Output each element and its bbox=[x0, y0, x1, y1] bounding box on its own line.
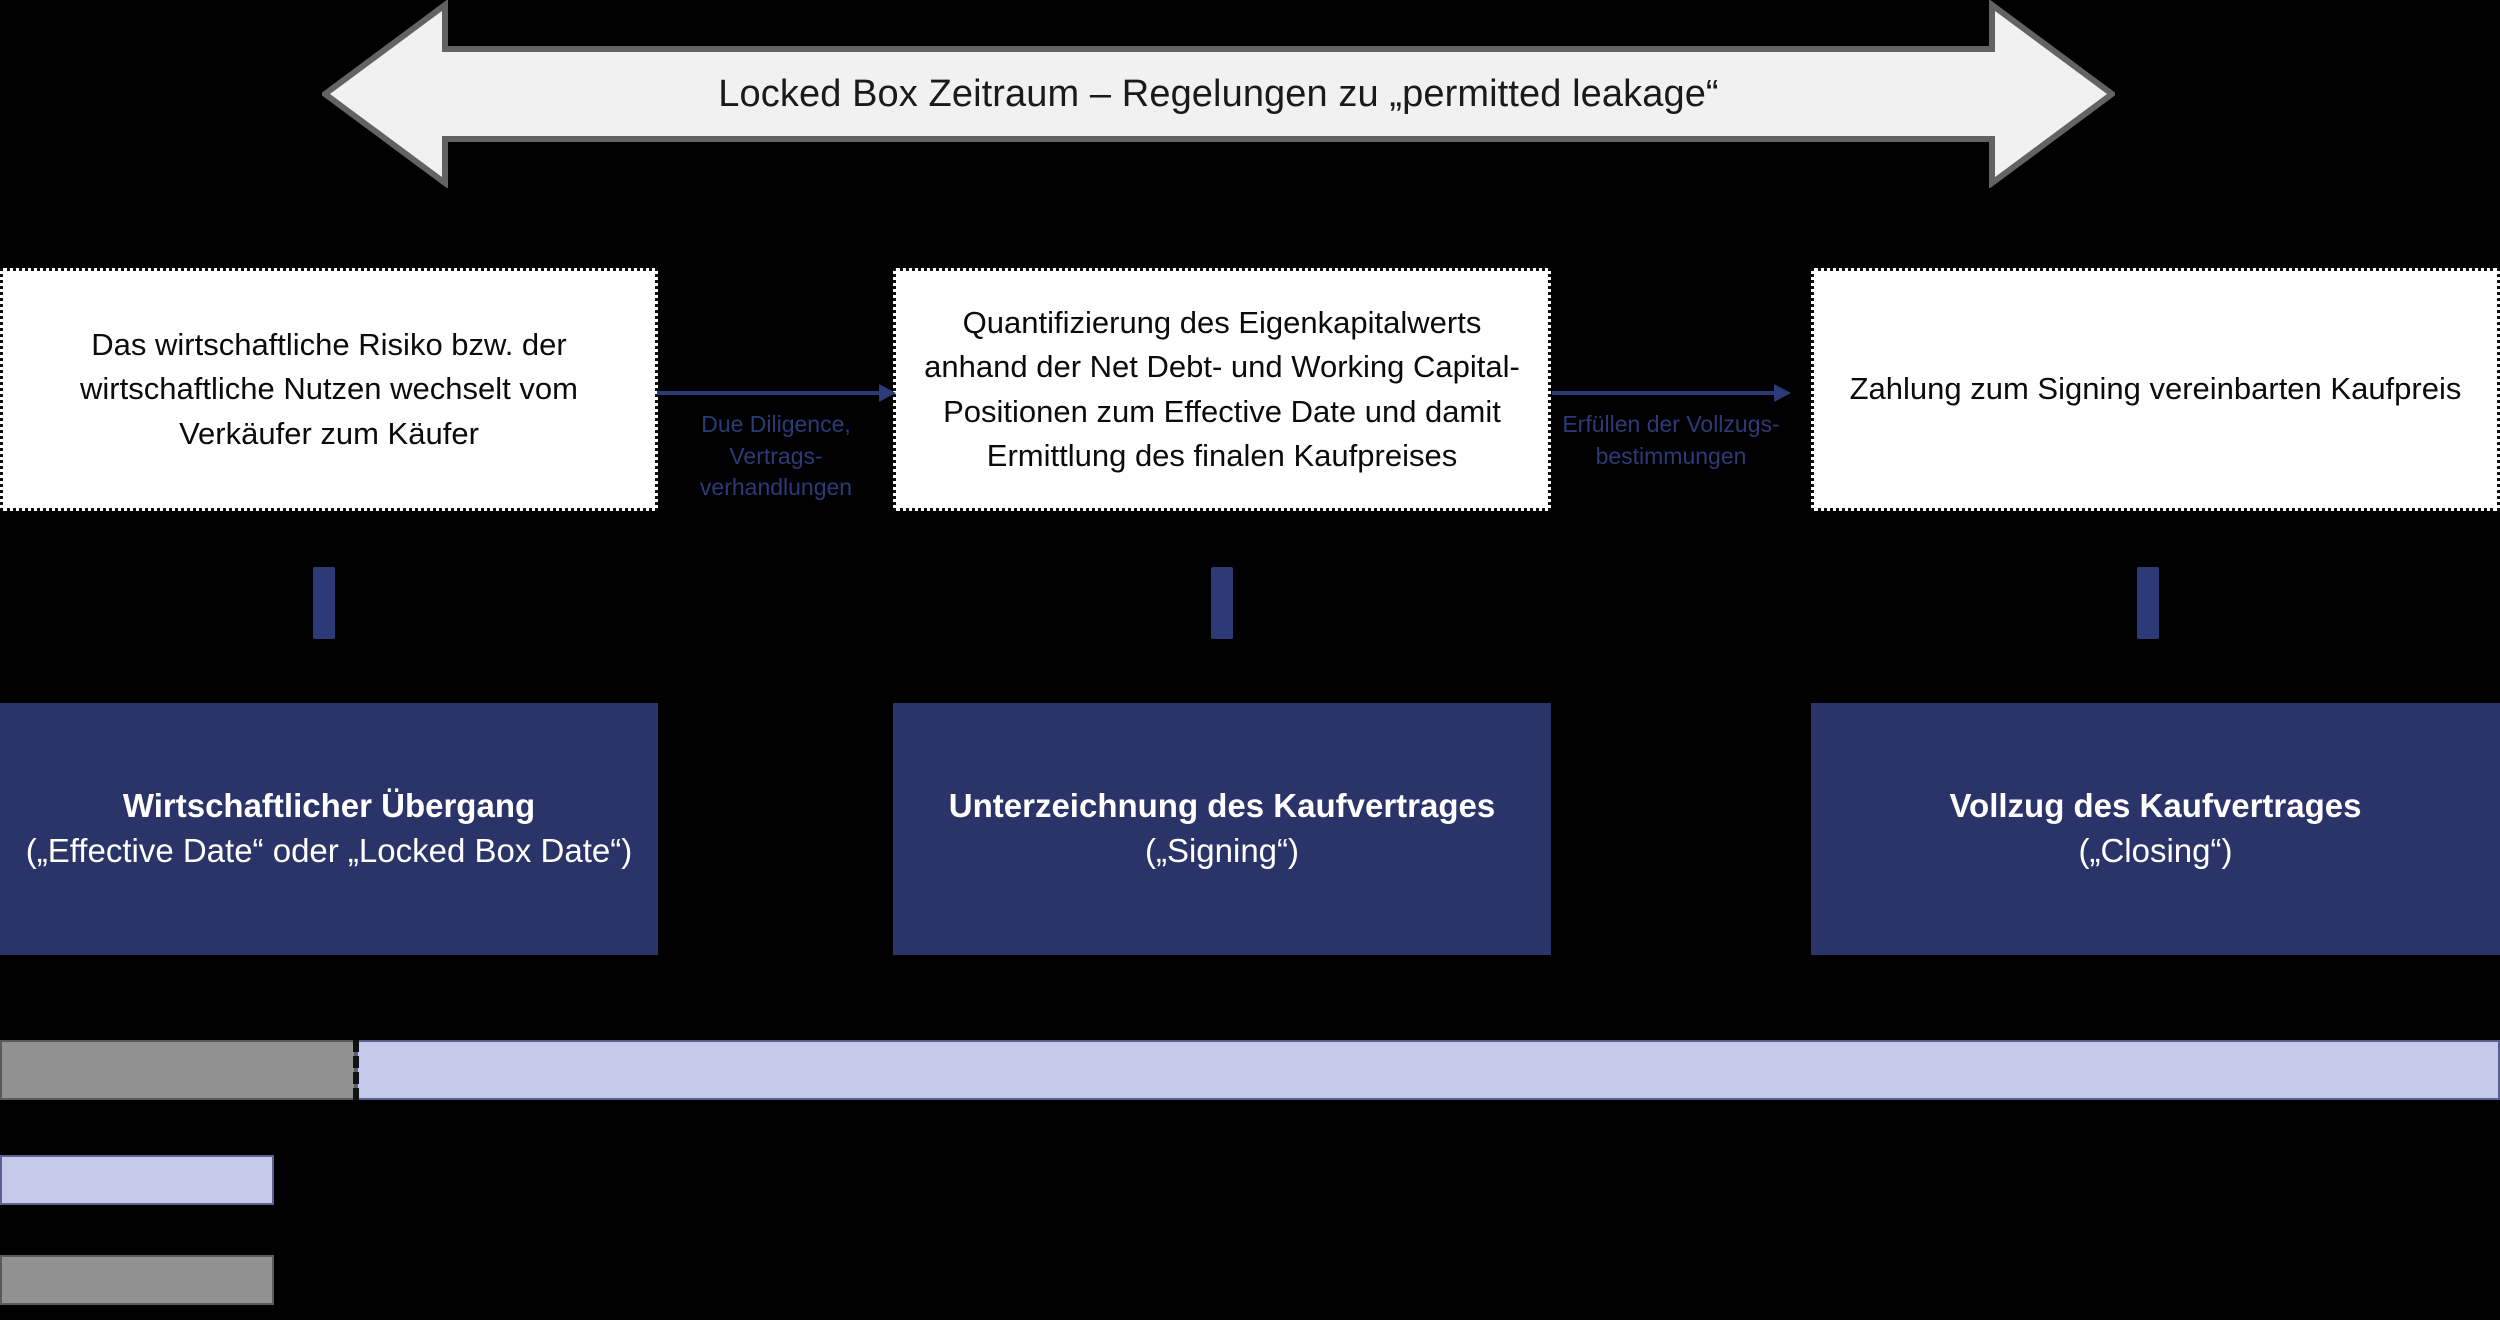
milestone-subtitle-signing: („Signing“) bbox=[1144, 832, 1300, 869]
milestone-subtitle-closing: („Closing“) bbox=[2078, 832, 2233, 869]
arrow-right-icon bbox=[1774, 384, 1791, 402]
legend-swatch-gray bbox=[0, 1255, 274, 1305]
arrow-shaft bbox=[657, 391, 881, 395]
milestone-box-effective-date: Wirtschaftlicher Übergang („Effective Da… bbox=[0, 703, 658, 955]
connector-label-vollzugsbestimmungen: Erfüllen der Vollzugs-bestimmungen bbox=[1562, 411, 1780, 469]
milestone-box-closing: Vollzug des Kaufvertrages („Closing“) bbox=[1811, 703, 2500, 955]
timeline-divider-dashed bbox=[353, 1040, 359, 1100]
stub-connector-signing bbox=[1211, 567, 1233, 639]
description-box-effective-date: Das wirtschaftliche Risiko bzw. der wirt… bbox=[0, 268, 658, 511]
milestone-title-signing: Unterzeichnung des Kaufvertrages bbox=[948, 787, 1496, 825]
milestone-title-closing: Vollzug des Kaufvertrages bbox=[1949, 787, 2362, 825]
timeline-bar bbox=[0, 1040, 2500, 1100]
milestone-box-signing: Unterzeichnung des Kaufvertrages („Signi… bbox=[893, 703, 1551, 955]
description-box-closing: Zahlung zum Signing vereinbarten Kaufpre… bbox=[1811, 268, 2500, 511]
connector-label-due-diligence: Due Diligence, Vertrags-verhandlungen bbox=[699, 411, 853, 501]
arrow-shaft bbox=[1552, 391, 1776, 395]
legend-item-locked-box bbox=[0, 1155, 296, 1205]
stub-connector-closing bbox=[2137, 567, 2159, 639]
arrow-right-icon bbox=[879, 384, 896, 402]
legend-item-pre-period bbox=[0, 1255, 296, 1305]
banner-label: Locked Box Zeitraum – Regelungen zu „per… bbox=[718, 72, 1719, 115]
stub-connector-effective-date bbox=[313, 567, 335, 639]
connector-due-diligence: Due Diligence, Vertrags-verhandlungen bbox=[657, 383, 896, 533]
locked-box-period-banner: Locked Box Zeitraum – Regelungen zu „per… bbox=[322, 0, 2115, 188]
description-box-signing: Quantifizierung des Eigenkapitalwerts an… bbox=[893, 268, 1551, 511]
legend-swatch-blue bbox=[0, 1155, 274, 1205]
milestone-title-effective-date: Wirtschaftlicher Übergang bbox=[122, 787, 536, 825]
timeline-segment-locked-box-period bbox=[356, 1040, 2500, 1100]
milestone-subtitle-effective-date: („Effective Date“ oder „Locked Box Date“… bbox=[25, 832, 633, 869]
connector-vollzugsbestimmungen: Erfüllen der Vollzugs-bestimmungen bbox=[1552, 383, 1791, 533]
double-arrow-shape bbox=[322, 0, 2115, 188]
timeline-segment-pre-effective-date bbox=[0, 1040, 356, 1100]
